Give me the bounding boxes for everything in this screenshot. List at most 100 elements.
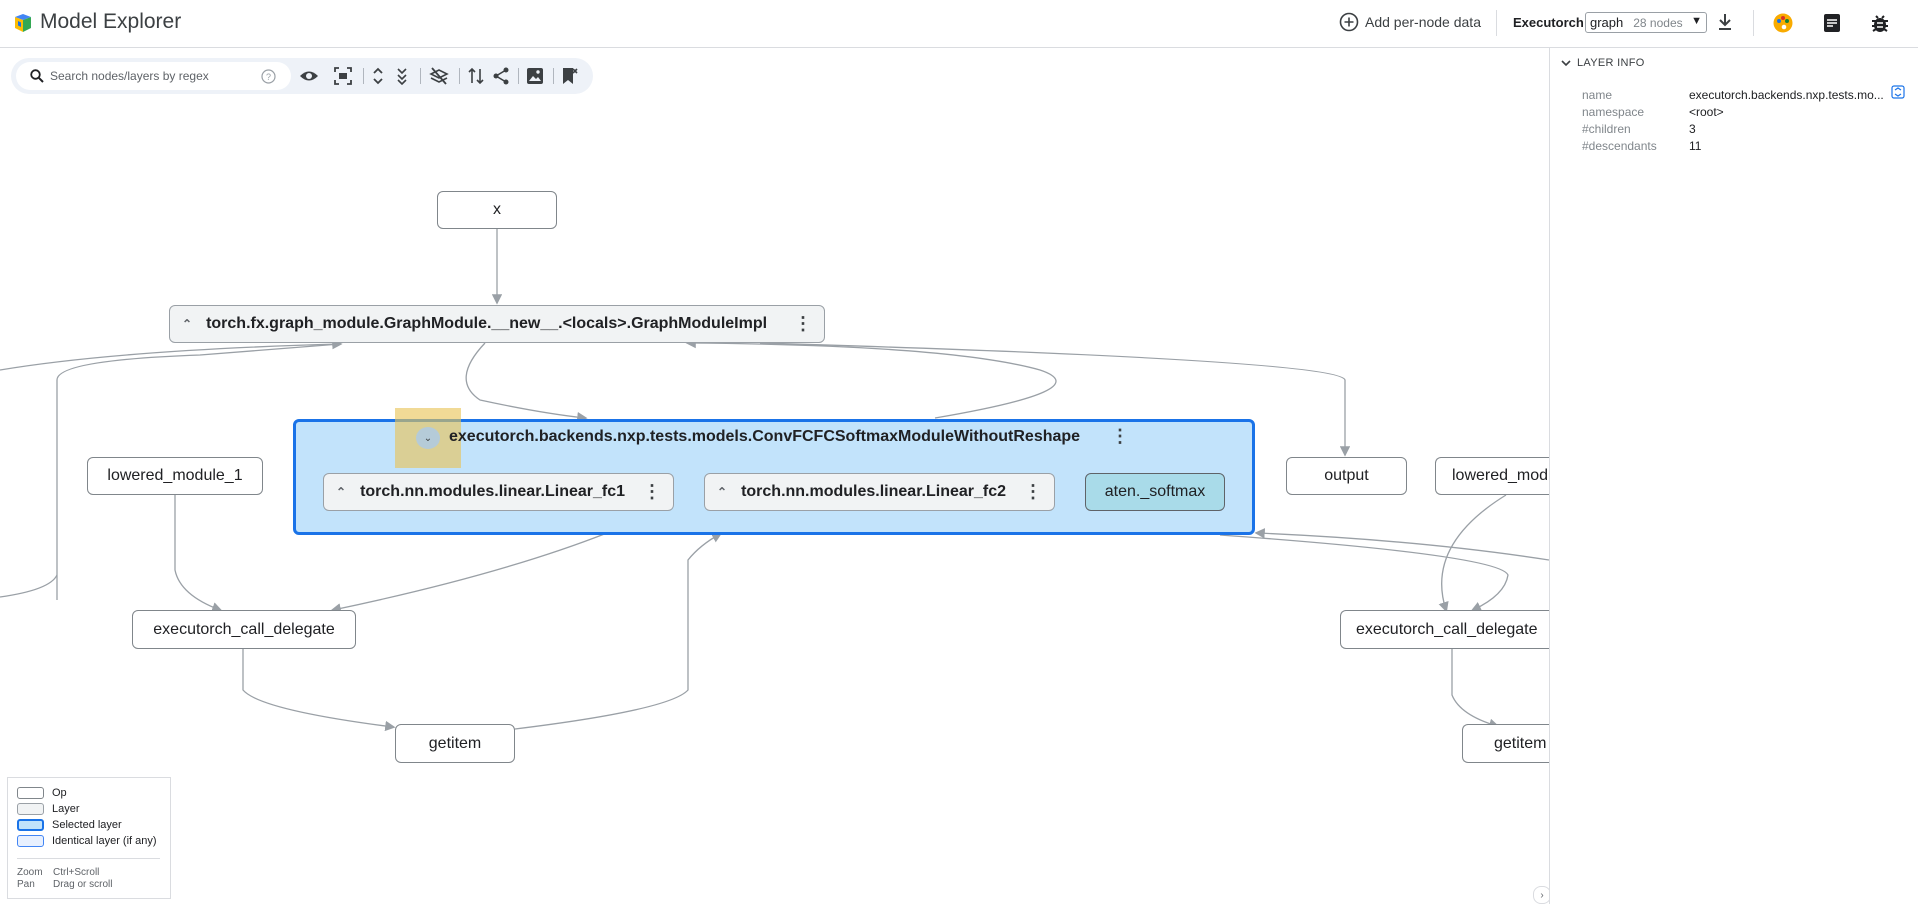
- info-key: #children: [1582, 122, 1631, 136]
- info-row-namespace: namespace <root>: [1582, 105, 1889, 119]
- zoom-hint: Zoom Ctrl+Scroll: [17, 867, 99, 878]
- node-label: executorch_call_delegate: [153, 620, 335, 638]
- layer-graph-module[interactable]: ⌃ torch.fx.graph_module.GraphModule.__ne…: [169, 305, 825, 343]
- zoom-key: Zoom: [17, 867, 43, 878]
- info-key: name: [1582, 88, 1613, 102]
- info-key: #descendants: [1582, 139, 1657, 153]
- help-icon[interactable]: ?: [261, 69, 276, 84]
- svg-text:?: ?: [266, 72, 271, 82]
- fit-screen-icon[interactable]: [334, 67, 352, 90]
- graph-select-value: graph: [1590, 15, 1624, 30]
- info-value: 3: [1689, 122, 1696, 136]
- graph-edges: [0, 228, 1549, 732]
- op-node-getitem-right[interactable]: getitem: [1462, 724, 1549, 763]
- divider: [1753, 10, 1754, 36]
- pan-key: Pan: [17, 879, 35, 890]
- notes-icon[interactable]: [1822, 12, 1842, 39]
- layer-info-section-header[interactable]: LAYER INFO: [1561, 57, 1645, 69]
- divider: [17, 858, 160, 859]
- share-icon[interactable]: [492, 67, 510, 90]
- divider: [459, 68, 460, 84]
- add-circle-icon: [1339, 12, 1359, 32]
- collapse-layer-button[interactable]: ⌄: [416, 427, 440, 449]
- graph-node-count: 28 nodes: [1633, 15, 1683, 30]
- zoom-value: Ctrl+Scroll: [53, 867, 100, 878]
- op-node-lowered-module-1[interactable]: lowered_module_1: [87, 457, 263, 495]
- legend-swatch: [17, 835, 44, 847]
- graph-toolbar: Search nodes/layers by regex ?: [11, 58, 593, 94]
- more-vert-icon[interactable]: ⋮: [794, 313, 812, 334]
- op-node-x[interactable]: x: [437, 191, 557, 229]
- palette-icon[interactable]: [1772, 12, 1794, 39]
- layer-linear-fc1[interactable]: ⌃ torch.nn.modules.linear.Linear_fc1 ⋮: [323, 473, 674, 511]
- node-label: getitem: [1494, 734, 1547, 752]
- legend-item-op: Op: [17, 787, 67, 799]
- more-vert-icon[interactable]: ⋮: [1111, 426, 1129, 446]
- op-node-softmax[interactable]: aten._softmax: [1085, 473, 1225, 511]
- node-label: getitem: [428, 734, 482, 752]
- divider: [518, 68, 519, 84]
- pan-hint: Pan Drag or scroll: [17, 879, 112, 890]
- expand-icon[interactable]: ⌃: [336, 485, 347, 499]
- pan-value: Drag or scroll: [53, 879, 113, 890]
- divider: [553, 68, 554, 84]
- search-input[interactable]: Search nodes/layers by regex: [50, 69, 209, 83]
- layer-label: torch.nn.modules.linear.Linear_fc1: [360, 483, 626, 500]
- layer-linear-fc2[interactable]: ⌃ torch.nn.modules.linear.Linear_fc2 ⋮: [704, 473, 1055, 511]
- divider: [420, 68, 421, 84]
- info-row-children: #children 3: [1582, 122, 1889, 136]
- node-label: x: [493, 201, 501, 218]
- download-icon[interactable]: [1716, 12, 1734, 37]
- op-node-output[interactable]: output: [1286, 457, 1407, 495]
- eye-icon[interactable]: [299, 67, 319, 90]
- node-label: aten._softmax: [1104, 483, 1206, 500]
- bug-icon[interactable]: [1869, 12, 1891, 39]
- expand-icon[interactable]: ⌃: [717, 485, 728, 499]
- op-node-lowered-module-right[interactable]: lowered_mod: [1435, 457, 1549, 495]
- selected-layer-label: executorch.backends.nxp.tests.models.Con…: [449, 428, 1081, 445]
- flip-direction-icon[interactable]: [467, 67, 485, 90]
- legend-label: Selected layer: [52, 819, 122, 831]
- graph-selector[interactable]: graph 28 nodes ▼: [1585, 12, 1707, 33]
- expand-all-icon[interactable]: [371, 67, 385, 90]
- op-node-call-delegate-left[interactable]: executorch_call_delegate: [132, 610, 356, 649]
- node-label: lowered_module_1: [107, 467, 243, 484]
- add-per-node-data-button[interactable]: Add per-node data: [1339, 12, 1481, 32]
- layer-label: torch.nn.modules.linear.Linear_fc2: [741, 483, 1007, 500]
- op-node-getitem-left[interactable]: getitem: [395, 724, 515, 763]
- legend-item-layer: Layer: [17, 803, 80, 815]
- chevron-down-icon: [1561, 60, 1571, 67]
- collapse-all-icon[interactable]: [395, 67, 409, 90]
- expand-value-icon[interactable]: [1891, 85, 1905, 104]
- legend-swatch: [17, 819, 44, 831]
- legend-swatch: [17, 787, 44, 799]
- legend: Op Layer Selected layer Identical layer …: [7, 777, 171, 899]
- runtime-label: Executorch: [1513, 15, 1584, 30]
- image-icon[interactable]: [526, 67, 544, 90]
- legend-label: Layer: [52, 803, 80, 815]
- expand-icon[interactable]: ⌃: [182, 317, 193, 331]
- search-icon: [30, 69, 44, 83]
- info-value: executorch.backends.nxp.tests.mo...: [1689, 88, 1884, 102]
- logo-icon: [12, 12, 34, 39]
- dropdown-caret-icon: ▼: [1691, 15, 1702, 27]
- search-box[interactable]: Search nodes/layers by regex ?: [16, 62, 291, 90]
- hide-layers-icon[interactable]: [429, 67, 449, 90]
- info-row-name: name executorch.backends.nxp.tests.mo...: [1582, 88, 1889, 102]
- info-panel: LAYER INFO name executorch.backends.nxp.…: [1549, 48, 1918, 904]
- app-title: Model Explorer: [40, 10, 182, 33]
- info-row-descendants: #descendants 11: [1582, 139, 1889, 153]
- more-vert-icon[interactable]: ⋮: [1024, 481, 1042, 502]
- node-label: lowered_mod: [1452, 467, 1549, 484]
- info-value: 11: [1689, 139, 1702, 153]
- op-node-call-delegate-right[interactable]: executorch_call_delegate: [1340, 610, 1549, 649]
- layer-label: torch.fx.graph_module.GraphModule.__new_…: [206, 315, 768, 332]
- legend-swatch: [17, 803, 44, 815]
- more-vert-icon[interactable]: ⋮: [643, 481, 661, 502]
- node-label: executorch_call_delegate: [1356, 620, 1538, 638]
- legend-label: Op: [52, 787, 67, 799]
- info-key: namespace: [1582, 105, 1645, 119]
- top-bar: Model Explorer Add per-node data Executo…: [0, 0, 1918, 48]
- add-per-node-data-label: Add per-node data: [1365, 14, 1481, 30]
- bookmark-icon[interactable]: [561, 67, 579, 90]
